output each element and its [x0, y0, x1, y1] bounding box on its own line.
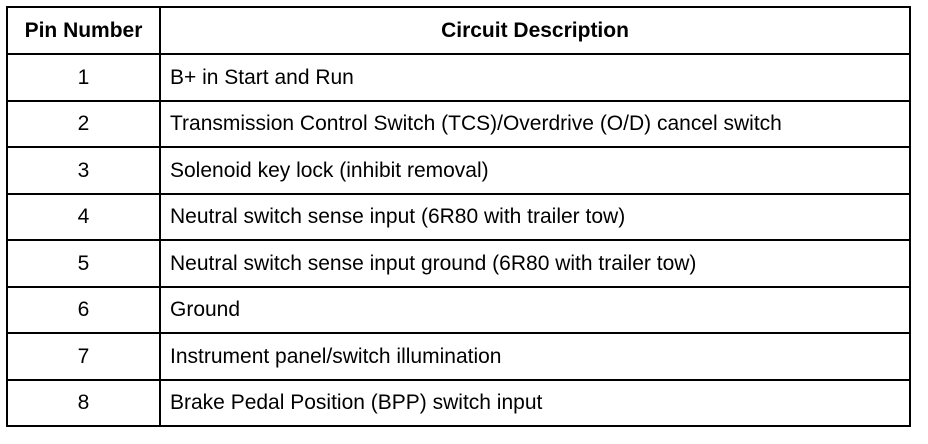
pin-number-cell: 1: [6, 53, 161, 102]
table-header-row: Pin Number Circuit Description: [6, 6, 911, 55]
table-row: 8 Brake Pedal Position (BPP) switch inpu…: [6, 378, 911, 427]
circuit-description-cell: Brake Pedal Position (BPP) switch input: [159, 378, 911, 427]
table-row: 3 Solenoid key lock (inhibit removal): [6, 146, 911, 195]
pin-number-cell: 4: [6, 192, 161, 241]
table-row: 1 B+ in Start and Run: [6, 53, 911, 102]
column-header-circuit-description: Circuit Description: [159, 6, 911, 55]
table-row: 2 Transmission Control Switch (TCS)/Over…: [6, 99, 911, 148]
column-header-pin-number: Pin Number: [6, 6, 161, 55]
circuit-description-cell: Transmission Control Switch (TCS)/Overdr…: [159, 99, 911, 148]
pin-number-cell: 2: [6, 99, 161, 148]
pin-number-cell: 5: [6, 239, 161, 288]
pin-number-cell: 3: [6, 146, 161, 195]
circuit-description-cell: Neutral switch sense input ground (6R80 …: [159, 239, 911, 288]
pin-circuit-table: Pin Number Circuit Description 1 B+ in S…: [6, 6, 911, 427]
table-row: 4 Neutral switch sense input (6R80 with …: [6, 192, 911, 241]
pin-number-cell: 7: [6, 332, 161, 381]
table-row: 5 Neutral switch sense input ground (6R8…: [6, 239, 911, 288]
circuit-description-cell: Solenoid key lock (inhibit removal): [159, 146, 911, 195]
pin-number-cell: 6: [6, 285, 161, 334]
table-row: 6 Ground: [6, 285, 911, 334]
circuit-description-cell: Neutral switch sense input (6R80 with tr…: [159, 192, 911, 241]
table-row: 7 Instrument panel/switch illumination: [6, 332, 911, 381]
pin-number-cell: 8: [6, 378, 161, 427]
circuit-description-cell: Ground: [159, 285, 911, 334]
circuit-description-cell: B+ in Start and Run: [159, 53, 911, 102]
circuit-description-cell: Instrument panel/switch illumination: [159, 332, 911, 381]
